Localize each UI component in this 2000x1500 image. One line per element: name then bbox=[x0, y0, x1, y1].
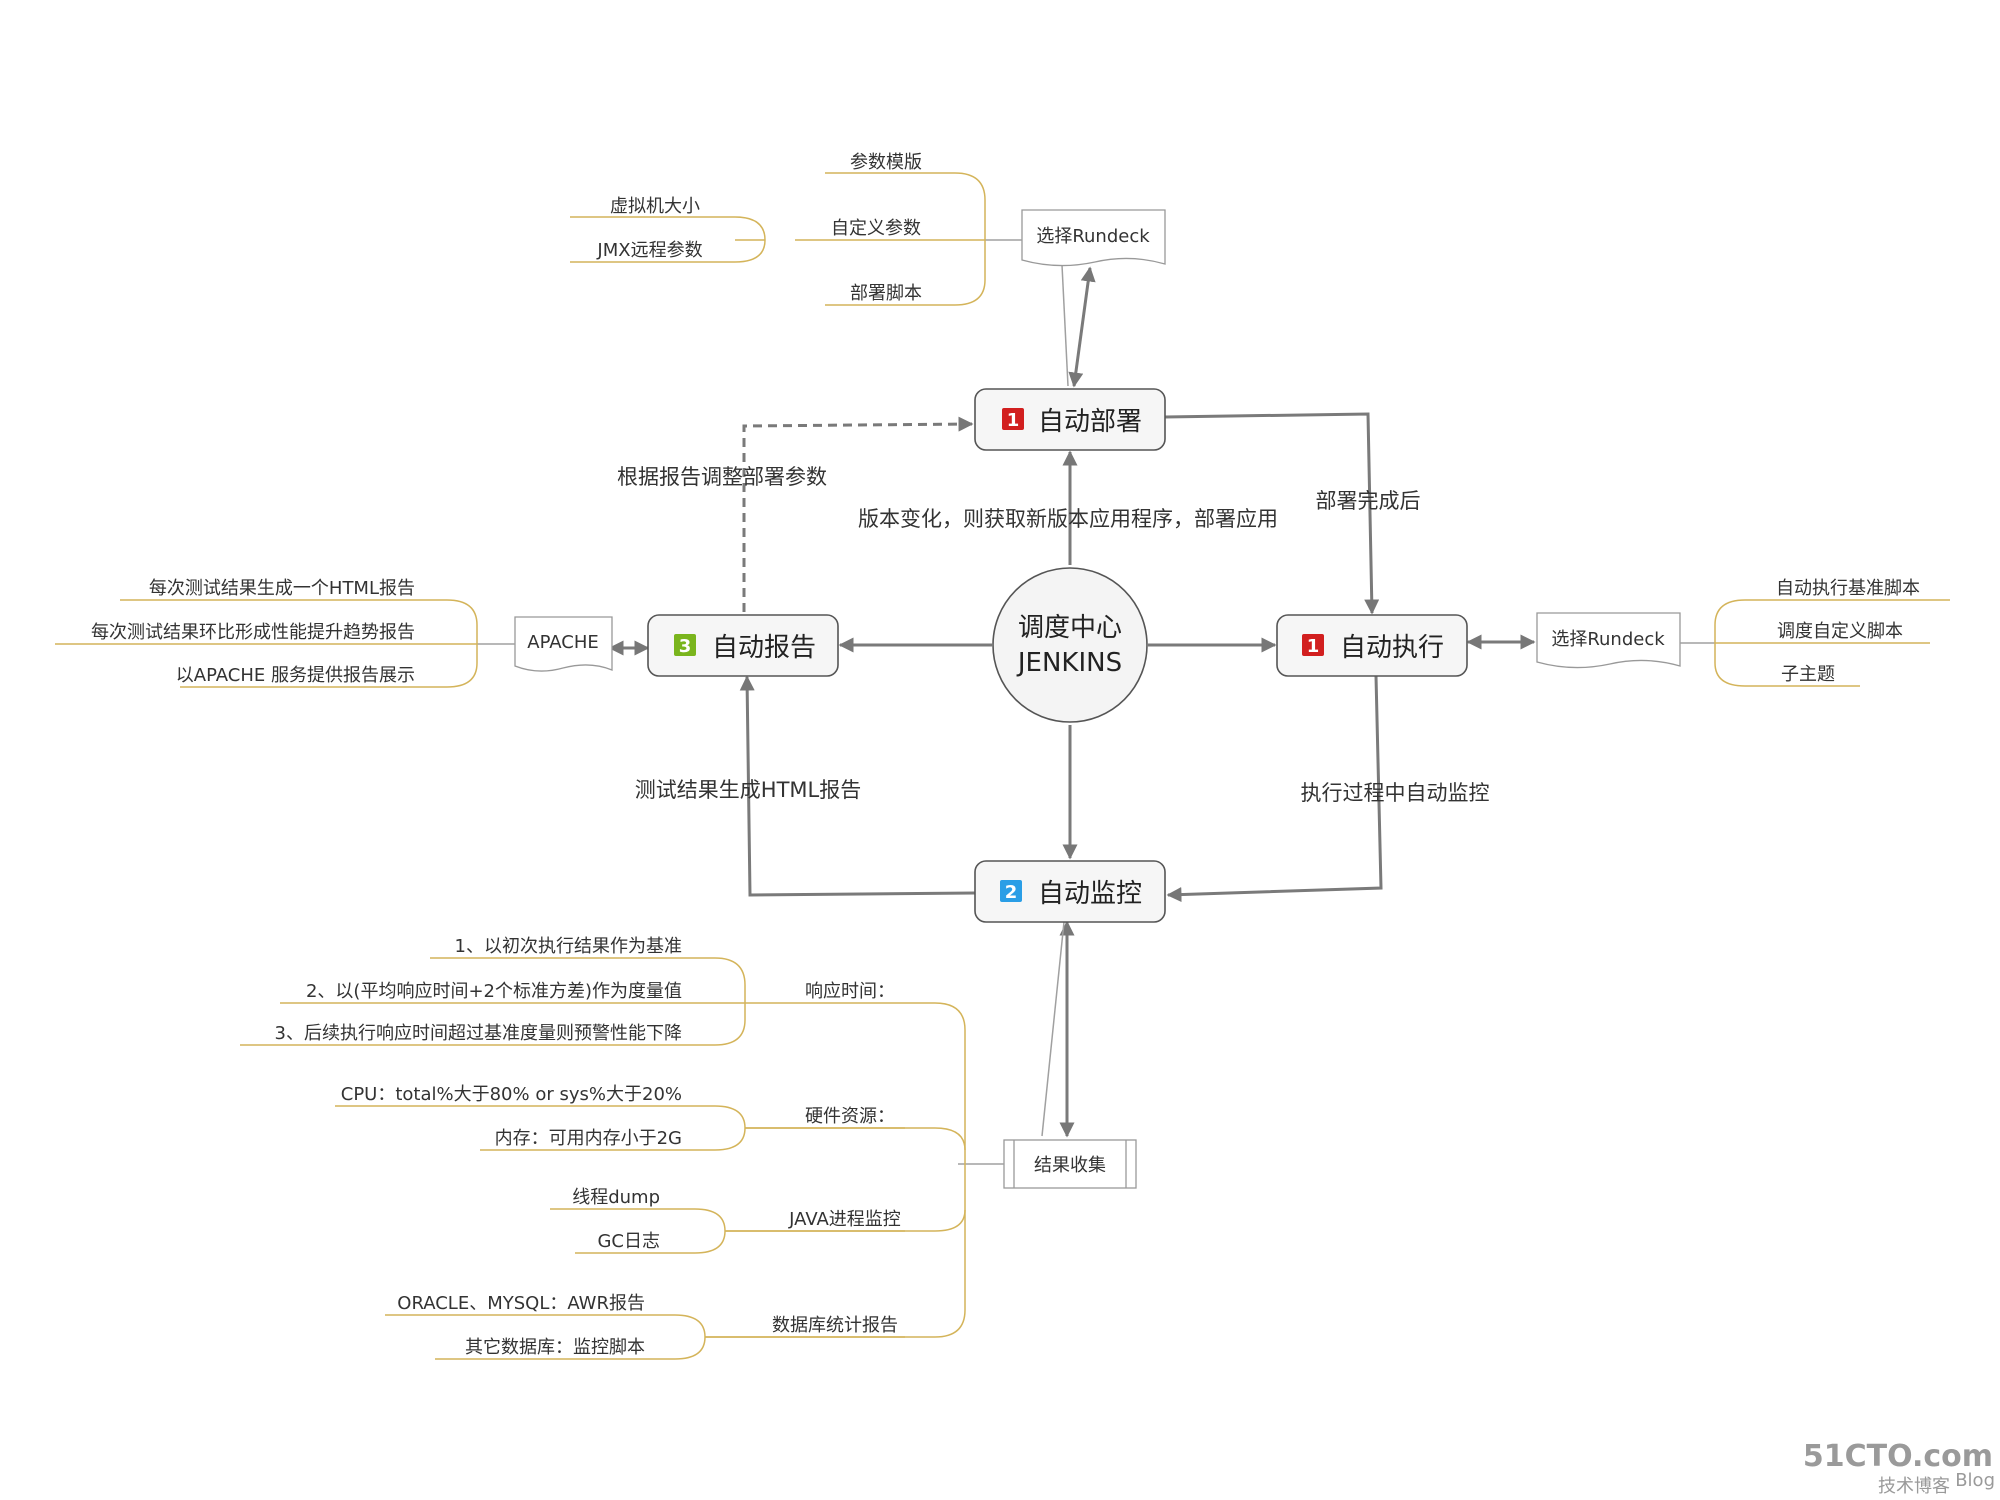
node-deploy-label: 自动部署 bbox=[1038, 407, 1142, 437]
node-execute-label: 自动执行 bbox=[1340, 633, 1444, 663]
apache-node[interactable]: APACHE bbox=[514, 616, 613, 672]
apache-item: 每次测试结果生成一个HTML报告 bbox=[149, 578, 415, 599]
results-item: ORACLE、MYSQL：AWR报告 bbox=[397, 1293, 645, 1314]
svg-text:1: 1 bbox=[1307, 636, 1320, 657]
rundeck-right-branches: 自动执行基准脚本 调度自定义脚本 子主题 bbox=[1680, 578, 1950, 687]
label-monitor-report: 测试结果生成HTML报告 bbox=[635, 778, 861, 802]
label-report-deploy: 根据报告调整部署参数 bbox=[617, 465, 827, 489]
node-report[interactable]: 3 自动报告 bbox=[647, 614, 839, 677]
rundeck-right-item: 子主题 bbox=[1781, 664, 1835, 685]
node-monitor[interactable]: 2 自动监控 bbox=[974, 860, 1166, 923]
edge-report-deploy bbox=[742, 416, 974, 612]
results-item: 3、后续执行响应时间超过基准度量则预警性能下降 bbox=[275, 1023, 682, 1044]
main-connectors bbox=[608, 264, 1536, 1138]
results-item: CPU：total%大于80% or sys%大于20% bbox=[341, 1084, 682, 1105]
edge-execute-monitor bbox=[1166, 675, 1383, 903]
results-group-label: JAVA进程监控 bbox=[788, 1209, 901, 1230]
badge-icon bbox=[1000, 880, 1022, 902]
watermark-main: 51CTO.com bbox=[1803, 1439, 1993, 1474]
badge-icon bbox=[1002, 408, 1024, 430]
watermark-blog: Blog bbox=[1955, 1470, 1995, 1491]
apache-label: APACHE bbox=[527, 632, 599, 653]
label-center-deploy: 版本变化，则获取新版本应用程序，部署应用 bbox=[858, 507, 1278, 531]
rundeck-right[interactable]: 选择Rundeck bbox=[1536, 612, 1681, 669]
results-branches: 响应时间： 1、以初次执行结果作为基准 2、以(平均响应时间+2个标准方差)作为… bbox=[240, 936, 1004, 1360]
node-monitor-label: 自动监控 bbox=[1038, 879, 1142, 909]
node-deploy[interactable]: 1 自动部署 bbox=[974, 388, 1166, 451]
rundeck-right-item: 自动执行基准脚本 bbox=[1776, 578, 1920, 599]
edge-labels: 版本变化，则获取新版本应用程序，部署应用 部署完成后 执行过程中自动监控 测试结… bbox=[617, 465, 1490, 805]
results-item: 内存：可用内存小于2G bbox=[495, 1128, 682, 1149]
watermark-sub: 技术博客 bbox=[1878, 1476, 1950, 1497]
results-group-label: 硬件资源： bbox=[805, 1106, 895, 1127]
edge-monitor-report bbox=[739, 675, 976, 897]
results-label: 结果收集 bbox=[1034, 1155, 1106, 1176]
node-report-label: 自动报告 bbox=[712, 633, 816, 663]
svg-text:3: 3 bbox=[679, 636, 692, 657]
custom-param-child: 虚拟机大小 bbox=[610, 196, 700, 217]
badge-icon bbox=[674, 634, 696, 656]
center-node[interactable]: 调度中心 JENKINS bbox=[992, 567, 1148, 723]
results-group-label: 响应时间： bbox=[805, 981, 895, 1002]
rundeck-top-item: 部署脚本 bbox=[850, 283, 922, 304]
results-item: GC日志 bbox=[597, 1231, 660, 1252]
svg-text:1: 1 bbox=[1007, 410, 1020, 431]
results-item: 2、以(平均响应时间+2个标准方差)作为度量值 bbox=[306, 981, 682, 1002]
rundeck-right-item: 调度自定义脚本 bbox=[1777, 621, 1903, 642]
results-group-label: 数据库统计报告 bbox=[772, 1315, 898, 1336]
rundeck-top-item: 参数模版 bbox=[850, 152, 922, 173]
rundeck-top-label: 选择Rundeck bbox=[1036, 226, 1150, 247]
watermark-logo: 51CTO.com 技术博客 Blog bbox=[1803, 1439, 1995, 1497]
edge-deploy-rundeck bbox=[1068, 266, 1096, 388]
node-execute[interactable]: 1 自动执行 bbox=[1276, 614, 1468, 677]
results-item: 1、以初次执行结果作为基准 bbox=[455, 936, 682, 957]
results-item: 线程dump bbox=[572, 1187, 660, 1208]
svg-text:2: 2 bbox=[1005, 882, 1018, 903]
center-title: 调度中心 bbox=[1018, 613, 1122, 643]
apache-item: 每次测试结果环比形成性能提升趋势报告 bbox=[91, 622, 415, 643]
rundeck-top-item: 自定义参数 bbox=[831, 218, 921, 239]
results-item: 其它数据库：监控脚本 bbox=[465, 1337, 645, 1358]
label-deploy-execute: 部署完成后 bbox=[1316, 489, 1421, 513]
rundeck-right-label: 选择Rundeck bbox=[1551, 629, 1665, 650]
rundeck-top[interactable]: 选择Rundeck bbox=[1021, 209, 1166, 267]
custom-param-child: JMX远程参数 bbox=[596, 240, 702, 261]
apache-item: 以APACHE 服务提供报告展示 bbox=[176, 665, 415, 686]
label-execute-monitor: 执行过程中自动监控 bbox=[1301, 781, 1490, 805]
apache-branches: 每次测试结果生成一个HTML报告 每次测试结果环比形成性能提升趋势报告 以APA… bbox=[55, 578, 515, 688]
badge-icon bbox=[1302, 634, 1324, 656]
edge-deploy-execute bbox=[1164, 412, 1380, 615]
results-node[interactable]: 结果收集 bbox=[1003, 1139, 1137, 1189]
center-subtitle: JENKINS bbox=[1016, 648, 1122, 678]
rundeck-top-branches: 参数模版 自定义参数 部署脚本 虚拟机大小 JMX远程参数 bbox=[570, 152, 1022, 306]
